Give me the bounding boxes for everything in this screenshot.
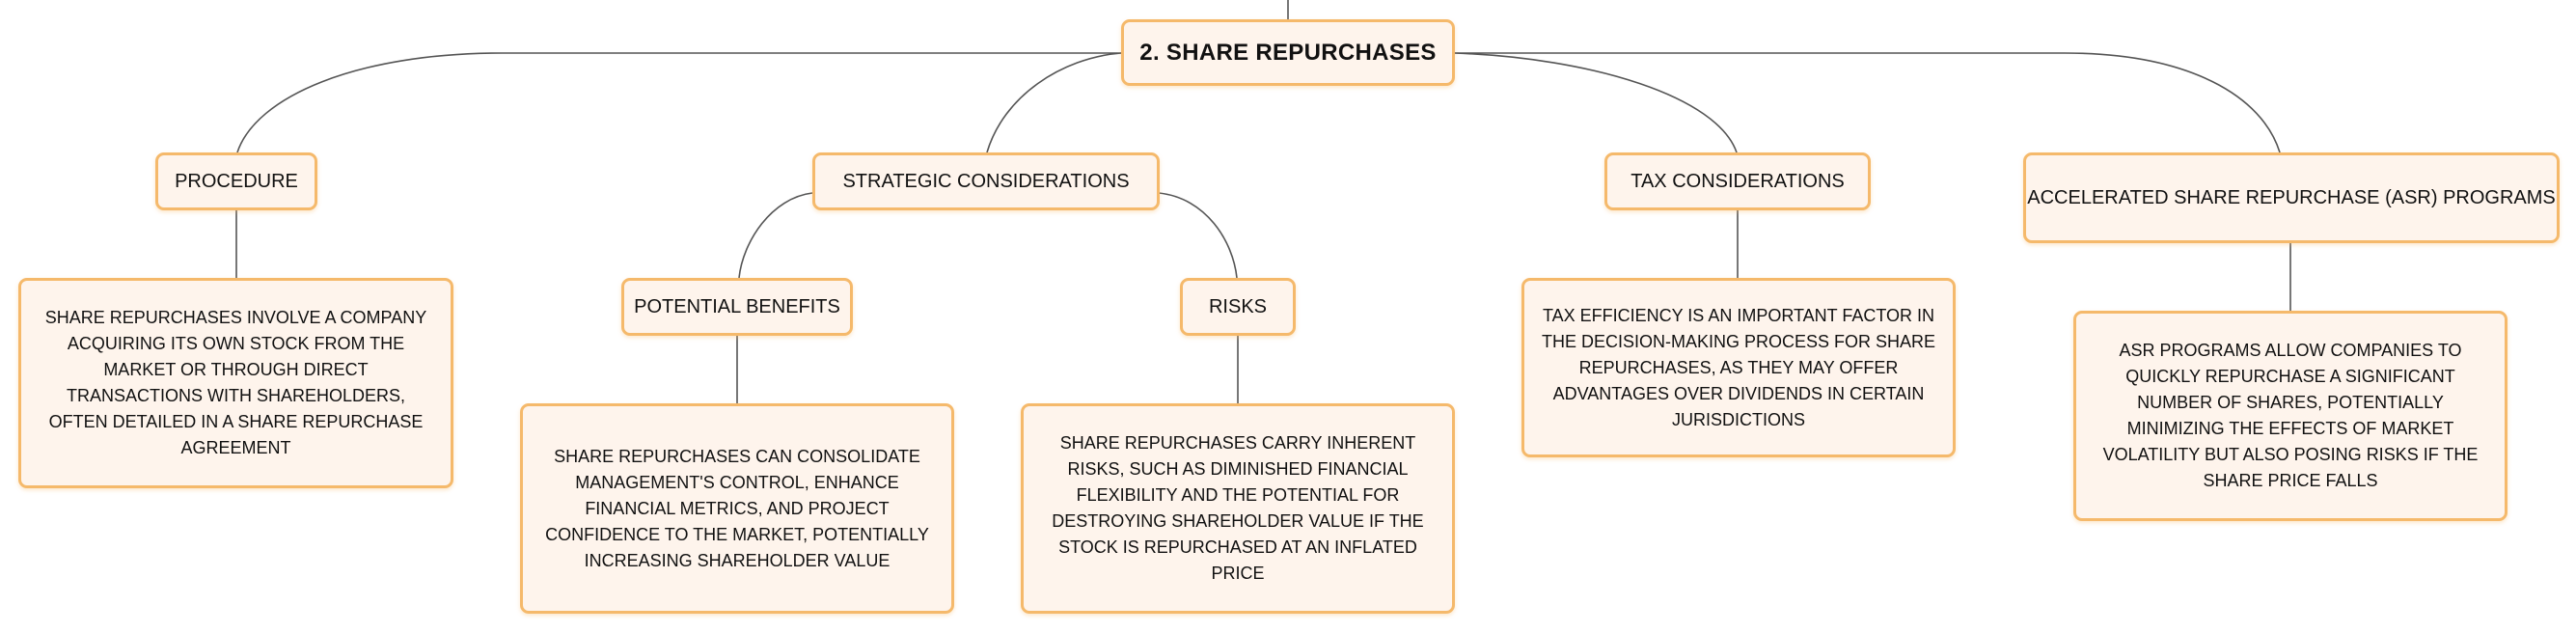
connector-root-tax (1454, 52, 1738, 153)
detail-benefits-text: SHARE REPURCHASES CAN CONSOLIDATE MANAGE… (545, 446, 929, 570)
topic-procedure-label: PROCEDURE (175, 170, 298, 192)
detail-tax-text: TAX EFFICIENCY IS AN IMPORTANT FACTOR IN… (1541, 305, 1936, 429)
connector-root-procedure (236, 52, 1121, 153)
detail-potential-benefits[interactable]: SHARE REPURCHASES CAN CONSOLIDATE MANAGE… (520, 403, 954, 614)
detail-risks-text: SHARE REPURCHASES CARRY INHERENT RISKS, … (1052, 433, 1424, 583)
subtopic-benefits-label: POTENTIAL BENEFITS (634, 295, 840, 317)
topic-asr-label: ACCELERATED SHARE REPURCHASE (ASR) PROGR… (2027, 186, 2556, 208)
topic-tax-label: TAX CONSIDERATIONS (1631, 170, 1845, 192)
detail-tax[interactable]: TAX EFFICIENCY IS AN IMPORTANT FACTOR IN… (1521, 278, 1956, 457)
topic-procedure[interactable]: PROCEDURE (155, 152, 317, 210)
connector-root-strategic (986, 52, 1122, 153)
subtopic-potential-benefits[interactable]: POTENTIAL BENEFITS (621, 278, 853, 336)
detail-asr[interactable]: ASR PROGRAMS ALLOW COMPANIES TO QUICKLY … (2073, 311, 2507, 521)
connector-strategic-benefits (738, 192, 813, 279)
topic-asr-programs[interactable]: ACCELERATED SHARE REPURCHASE (ASR) PROGR… (2023, 152, 2560, 243)
detail-asr-text: ASR PROGRAMS ALLOW COMPANIES TO QUICKLY … (2102, 341, 2479, 490)
topic-tax-considerations[interactable]: TAX CONSIDERATIONS (1604, 152, 1871, 210)
root-node[interactable]: 2. SHARE REPURCHASES (1121, 19, 1455, 86)
connector-strategic-risks (1158, 192, 1238, 279)
connector-root-asr (1455, 52, 2281, 153)
detail-procedure[interactable]: SHARE REPURCHASES INVOLVE A COMPANY ACQU… (18, 278, 453, 488)
subtopic-risks-label: RISKS (1208, 295, 1268, 317)
detail-risks[interactable]: SHARE REPURCHASES CARRY INHERENT RISKS, … (1021, 403, 1455, 614)
subtopic-risks[interactable]: RISKS (1180, 278, 1296, 336)
topic-strategic-considerations[interactable]: STRATEGIC CONSIDERATIONS (812, 152, 1160, 210)
detail-procedure-text: SHARE REPURCHASES INVOLVE A COMPANY ACQU… (44, 308, 427, 457)
topic-strategic-label: STRATEGIC CONSIDERATIONS (842, 170, 1130, 192)
root-label: 2. SHARE REPURCHASES (1139, 39, 1437, 66)
